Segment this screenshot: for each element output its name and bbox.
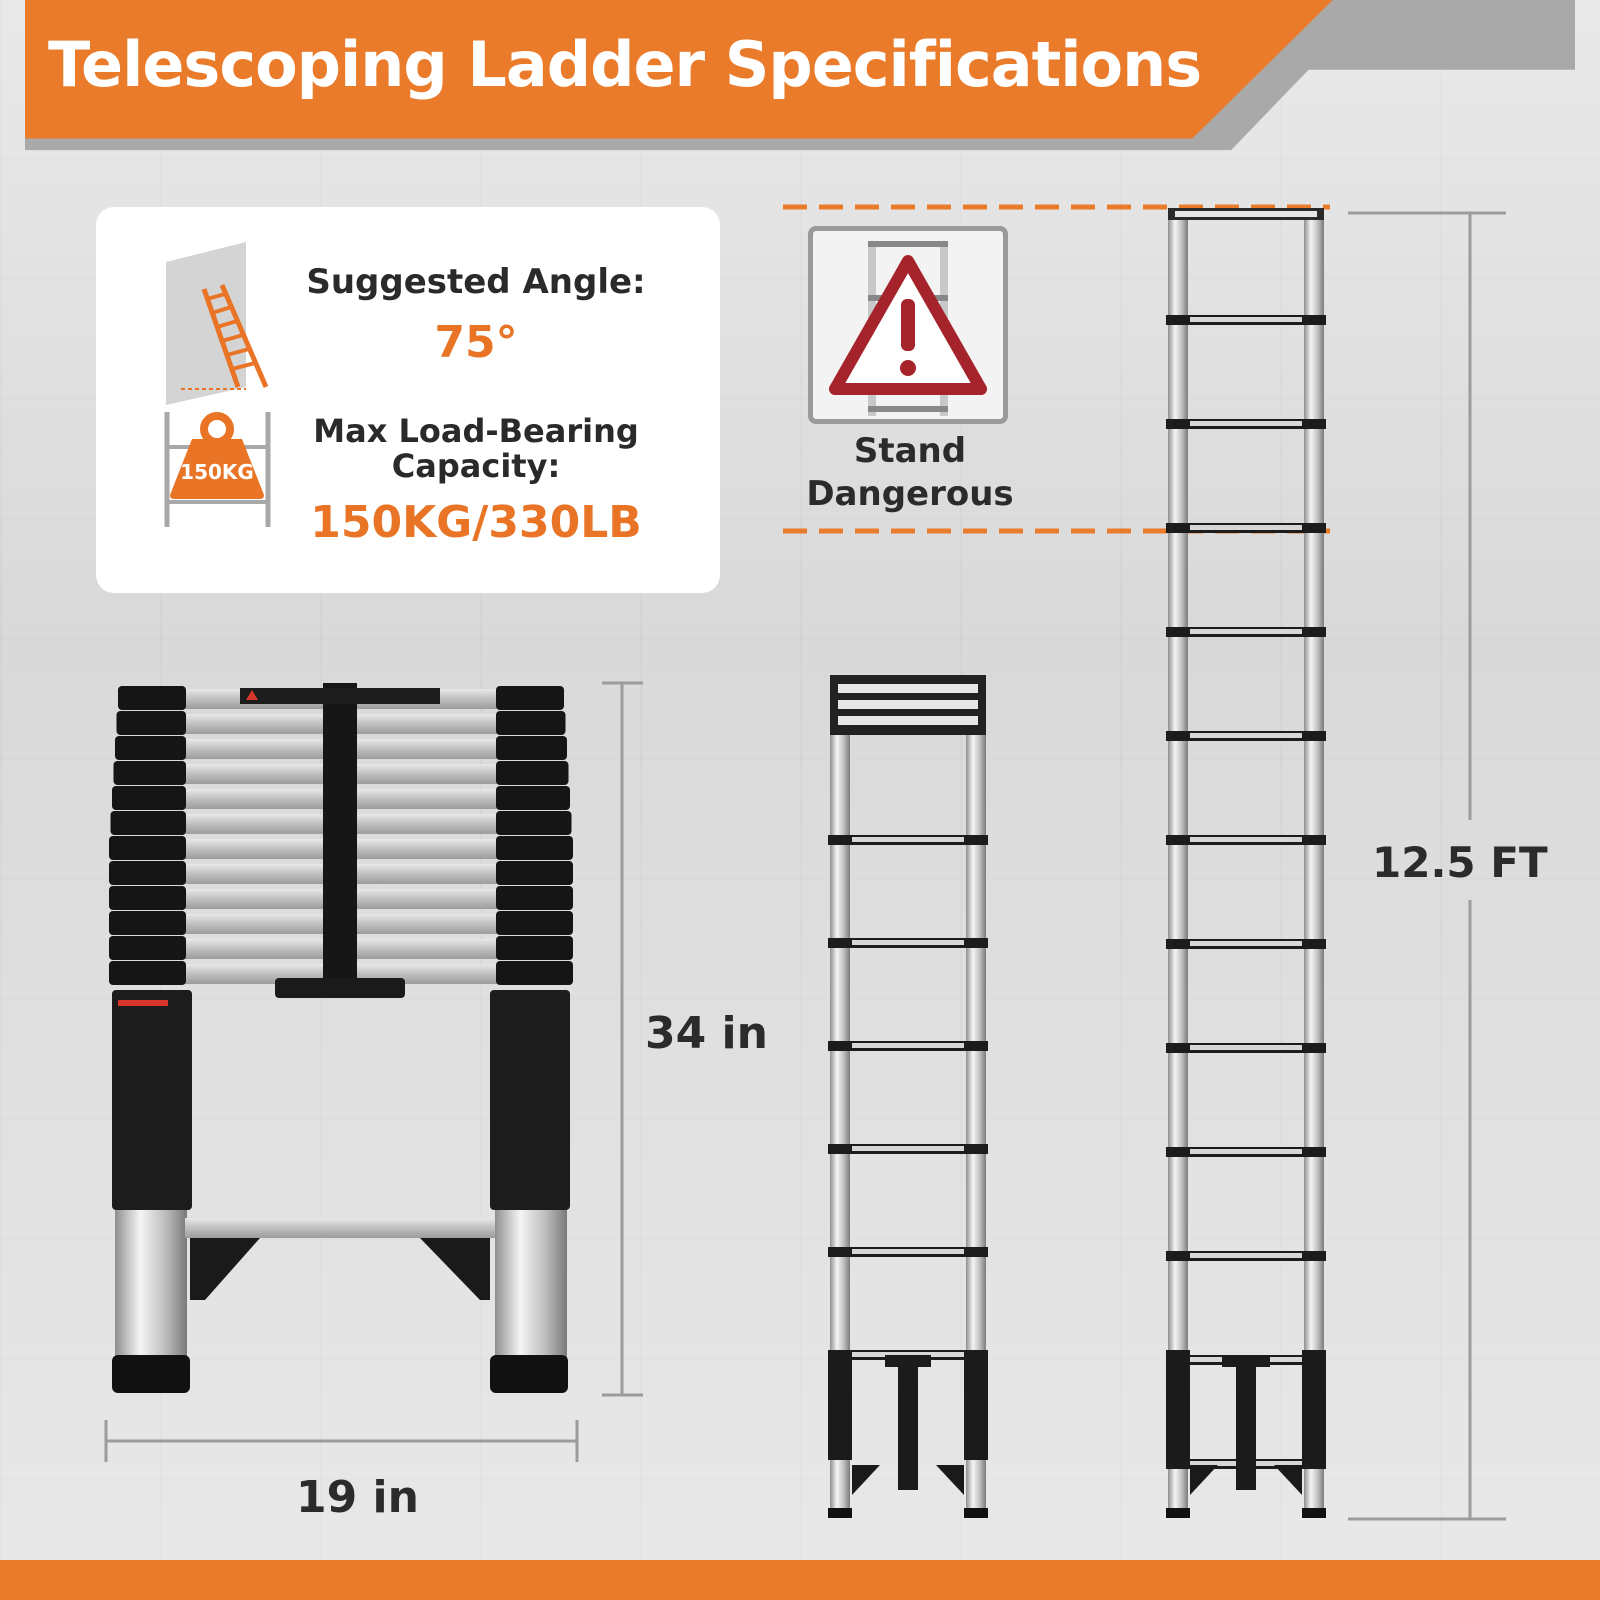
extended-rung-step [1190, 1149, 1302, 1154]
extended-rung-step [1190, 629, 1302, 634]
page-title: Telescoping Ladder Specifications [48, 28, 1202, 101]
collapsed-rung-cap-right [496, 836, 573, 860]
load-value: 150KG/330LB [310, 497, 642, 548]
extended-height-dimension-line [1348, 211, 1506, 1521]
collapsed-rung-cap-left [109, 886, 186, 910]
collapsed-rung-cap-left [109, 961, 186, 985]
collapsed-rung-cap-right [496, 686, 564, 710]
weight-icon-text: 150KG [180, 460, 254, 484]
title-banner [25, 0, 1575, 151]
extended-rung-step [1190, 1045, 1302, 1050]
collapsed-rung-cap-left [109, 861, 186, 885]
collapsed-rung-cap-left [116, 711, 186, 735]
extended-rung-step [1190, 525, 1302, 530]
stand-dangerous-warning-box [808, 226, 1008, 424]
collapsed-ladder [109, 683, 573, 1393]
ladder-angle-icon [166, 242, 269, 405]
collapsed-rung-cap-left [109, 911, 186, 935]
bottom-accent-bar [0, 1560, 1600, 1600]
width-dimension-line [104, 1420, 579, 1462]
partial-rung-step [852, 1146, 964, 1151]
load-label-line1: Max Load-Bearing [313, 412, 639, 450]
partial-rung-step [852, 1043, 964, 1048]
partial-rung-step [852, 1249, 964, 1254]
collapsed-rung-cap-right [496, 811, 572, 835]
angle-label: Suggested Angle: [306, 262, 646, 302]
angle-value: 75° [434, 317, 518, 368]
extended-ladder [1166, 208, 1326, 1518]
spec-card: 150KG Suggested Angle: 75° Max Load-Bear… [96, 207, 720, 593]
collapsed-rung-cap-left [110, 811, 186, 835]
collapsed-width-label: 19 in [296, 1472, 419, 1523]
collapsed-rung-cap-right [496, 786, 570, 810]
collapsed-rung-cap-left [112, 786, 186, 810]
extended-rung-step [1190, 941, 1302, 946]
partial-rung-step [852, 940, 964, 945]
height-dimension-line [602, 681, 643, 1397]
collapsed-rung-cap-left [109, 936, 186, 960]
collapsed-height-label: 34 in [645, 1008, 768, 1059]
collapsed-rung-cap-left [113, 761, 186, 785]
collapsed-rung-cap-right [496, 861, 573, 885]
weight-capacity-icon: 150KG [164, 412, 271, 527]
collapsed-rung-cap-left [109, 836, 186, 860]
collapsed-rung-cap-right [496, 961, 573, 985]
collapsed-rung-cap-right [496, 886, 573, 910]
collapsed-rung-cap-right [496, 911, 573, 935]
load-label-line2: Capacity: [391, 447, 561, 485]
stand-label-line2: Dangerous [806, 474, 1014, 514]
extended-height-label: 12.5 FT [1372, 838, 1548, 887]
collapsed-rung-cap-right [496, 711, 566, 735]
partial-ladder [828, 675, 988, 1518]
extended-rung-step [1190, 421, 1302, 426]
stand-dangerous-label: Stand Dangerous [790, 430, 1030, 516]
collapsed-rung-cap-right [496, 761, 569, 785]
collapsed-rung-cap-left [118, 686, 186, 710]
extended-rung-step [1190, 837, 1302, 842]
stand-label-line1: Stand [853, 431, 967, 471]
partial-rung-step [852, 837, 964, 842]
warning-triangle-icon [829, 241, 987, 416]
extended-rung-step [1190, 317, 1302, 322]
collapsed-rung-cap-left [115, 736, 186, 760]
extended-rung-step [1190, 1253, 1302, 1258]
extended-rung-step [1190, 733, 1302, 738]
collapsed-rung-cap-right [496, 736, 567, 760]
partial-rung-step [852, 1352, 964, 1357]
collapsed-rung-cap-right [496, 936, 573, 960]
